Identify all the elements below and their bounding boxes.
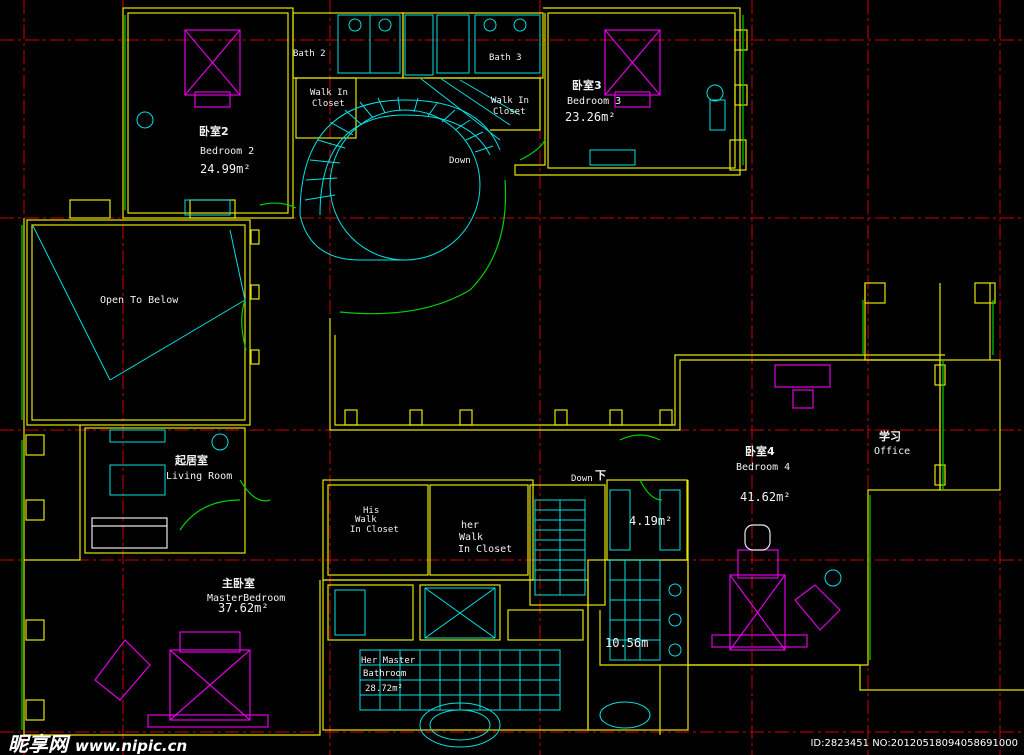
watermark-logo: 昵享网 www.nipic.cn bbox=[8, 728, 187, 755]
master-cn-label: 主卧室 bbox=[222, 577, 255, 590]
her-bath-area: 28.72m² bbox=[365, 684, 403, 694]
window-lines bbox=[21, 15, 994, 730]
her-closet-line3: In Closet bbox=[458, 544, 513, 555]
office-en-label: Office bbox=[874, 446, 911, 457]
small-room-area: 4.19m² bbox=[629, 514, 673, 528]
her-bath-line1: Her Master bbox=[361, 656, 416, 666]
living-en-label: Living Room bbox=[166, 471, 233, 482]
walkin-left-line2: Closet bbox=[312, 99, 345, 109]
stair-down-label: Down bbox=[449, 156, 471, 166]
walkin-left-line1: Walk In bbox=[310, 88, 348, 98]
bedroom4-en-label: Bedroom 4 bbox=[736, 462, 791, 473]
down-lower-label: Down bbox=[571, 474, 593, 484]
bath2-label: Bath 2 bbox=[293, 49, 326, 59]
spiral-staircase bbox=[299, 77, 521, 261]
bedroom4-area: 41.62m² bbox=[740, 490, 791, 504]
down-lower-cn: 下 bbox=[595, 469, 606, 482]
bedroom2-area: 24.99m² bbox=[200, 162, 251, 176]
open-to-below-label: Open To Below bbox=[100, 295, 179, 306]
his-closet-line3: In Closet bbox=[350, 525, 399, 535]
her-bath-line2: Bathroom bbox=[363, 669, 407, 679]
office-cn-label: 学习 bbox=[879, 430, 901, 443]
walkin-right-line2: Closet bbox=[493, 107, 526, 117]
bedroom2-cn-label: 卧室2 bbox=[199, 125, 229, 138]
bedroom3-cn-label: 卧室3 bbox=[572, 79, 602, 92]
living-cn-label: 起居室 bbox=[175, 454, 208, 467]
bedroom3-area: 23.26m² bbox=[565, 110, 616, 124]
walls bbox=[23, 7, 1024, 736]
bath3-label: Bath 3 bbox=[489, 53, 522, 63]
his-closet-line2: Walk bbox=[355, 515, 377, 525]
her-closet-line1: her bbox=[461, 520, 480, 531]
her-closet-line2: Walk bbox=[459, 532, 484, 543]
walkin-right-line1: Walk In bbox=[491, 96, 529, 106]
master-area: 37.62m² bbox=[218, 601, 269, 615]
watermark-id: ID:2823451 NO:20120518094058691000 bbox=[810, 738, 1018, 749]
bath-fixtures bbox=[109, 14, 842, 748]
master-en-label: MasterBedroom bbox=[207, 593, 286, 604]
watermark-url: www.nipic.cn bbox=[74, 737, 188, 755]
his-closet-line1: His bbox=[363, 506, 380, 516]
bath-area-10-56: 10.56m bbox=[605, 636, 649, 650]
bedroom4-cn-label: 卧室4 bbox=[745, 445, 775, 458]
bedroom3-en-label: Bedroom 3 bbox=[567, 96, 622, 107]
bedroom2-en-label: Bedroom 2 bbox=[200, 146, 255, 157]
open-to-below-lines bbox=[32, 225, 246, 381]
sofa-and-chair bbox=[91, 517, 771, 551]
watermark-brand: 昵享网 bbox=[8, 732, 68, 755]
furniture bbox=[94, 29, 841, 728]
straight-stairs bbox=[534, 499, 586, 596]
